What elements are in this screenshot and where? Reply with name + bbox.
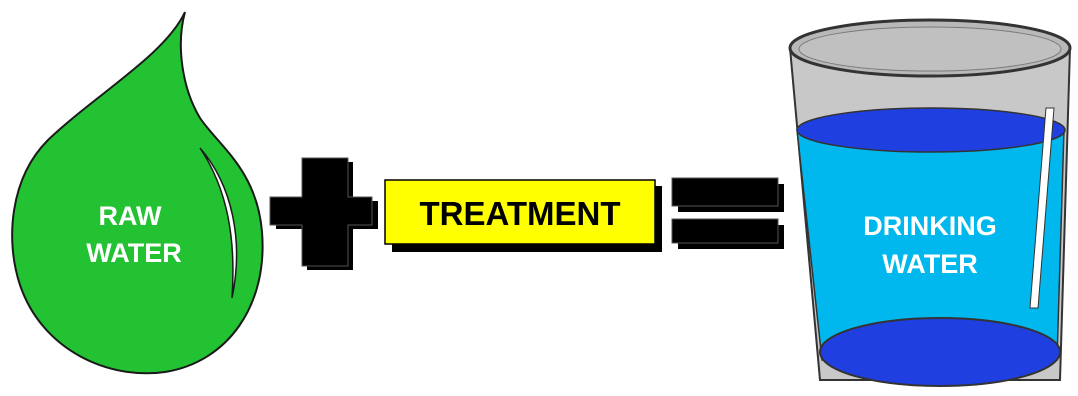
raw-water-drop: RAW WATER [12, 12, 262, 373]
drinking-water-label-line2: WATER [882, 249, 978, 279]
glass-bottom [820, 318, 1060, 386]
equals-top-bar [672, 178, 778, 206]
plus-icon [270, 158, 372, 266]
plus-sign [270, 158, 378, 270]
drinking-water-glass: DRINKING WATER [790, 20, 1070, 386]
treatment-label: TREATMENT [419, 195, 620, 232]
drinking-water-label-line1: DRINKING [863, 211, 997, 241]
treatment-box: TREATMENT [385, 180, 662, 252]
raw-water-label-line1: RAW [99, 201, 163, 231]
equals-sign [672, 178, 784, 249]
equals-bottom-bar [672, 219, 778, 243]
raw-water-label-line2: WATER [86, 238, 182, 268]
water-surface [797, 108, 1065, 152]
